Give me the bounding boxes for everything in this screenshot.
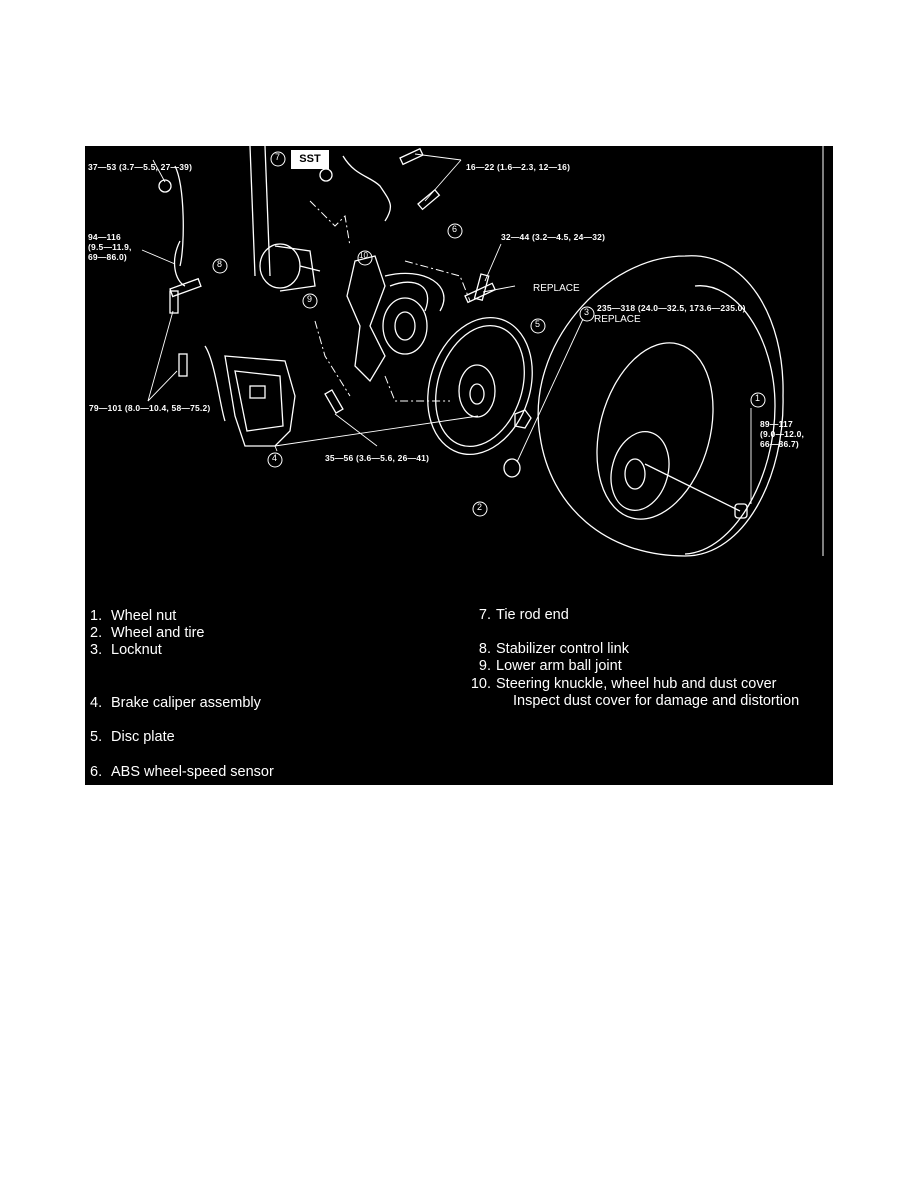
abs-sensor-wire — [342, 155, 392, 222]
torque-label: 66—86.7) — [760, 439, 799, 449]
legend-item-2: 2.Wheel and tire — [90, 625, 205, 641]
torque-label: 89—117 — [760, 419, 793, 429]
callout-10: 10 — [359, 251, 368, 260]
legend-item-9: 9.Lower arm ball joint — [478, 658, 622, 674]
brake-caliper-drawing — [204, 345, 296, 447]
torque-label: 69—86.0) — [88, 252, 127, 262]
legend-item-3: 3.Locknut — [90, 642, 162, 658]
callout-5: 5 — [535, 319, 541, 329]
callout-3: 3 — [584, 307, 590, 317]
legend-item-7: 7.Tie rod end — [478, 607, 569, 623]
legend-item-5: 5.Disc plate — [90, 729, 175, 745]
torque-label: 79—101 (8.0—10.4, 58—75.2) — [89, 403, 211, 413]
replace-label: REPLACE — [594, 314, 641, 325]
legend-note: Inspect dust cover for damage and distor… — [513, 693, 800, 709]
callout-6: 6 — [452, 224, 458, 234]
callout-9: 9 — [307, 294, 313, 304]
legend-item-6: 6.ABS wheel-speed sensor — [90, 764, 274, 780]
bolts-drawing — [158, 147, 521, 478]
legend-item-1: 1.Wheel nut — [90, 608, 177, 624]
steering-knuckle-drawing — [346, 255, 445, 383]
drive-shaft-drawing — [173, 146, 321, 292]
torque-label: 94—116 — [88, 232, 121, 242]
legend-item-4: 4.Brake caliper assembly — [90, 695, 261, 711]
torque-label: 235—318 (24.0—32.5, 173.6—235.0) — [597, 303, 746, 313]
callout-7: 7 — [275, 152, 281, 162]
legend-item-8: 8.Stabilizer control link — [478, 641, 629, 657]
torque-label: 35—56 (3.6—5.6, 26—41) — [325, 453, 430, 463]
exploded-diagram: SST 37—53 (3.7—5.5, 27—39) 16—22 (1.6—2.… — [85, 146, 833, 785]
torque-label: 16—22 (1.6—2.3, 12—16) — [466, 162, 571, 172]
callout-2: 2 — [477, 502, 483, 512]
sst-label: SST — [291, 150, 329, 169]
diagram-drawing — [141, 146, 824, 557]
disc-plate-drawing — [427, 317, 533, 455]
callout-4: 4 — [272, 453, 278, 463]
torque-label: 37—53 (3.7—5.5, 27—39) — [88, 162, 193, 172]
torque-label: 32—44 (3.2—4.5, 24—32) — [501, 232, 606, 242]
wheel-and-tire-drawing — [537, 255, 784, 557]
legend-item-10: 10.Steering knuckle, wheel hub and dust … — [470, 676, 777, 692]
torque-label: (9.0—12.0, — [760, 429, 805, 439]
callout-1: 1 — [755, 393, 761, 403]
torque-label: (9.5—11.9, — [88, 242, 132, 252]
callout-8: 8 — [217, 259, 223, 269]
replace-label: REPLACE — [533, 283, 580, 294]
